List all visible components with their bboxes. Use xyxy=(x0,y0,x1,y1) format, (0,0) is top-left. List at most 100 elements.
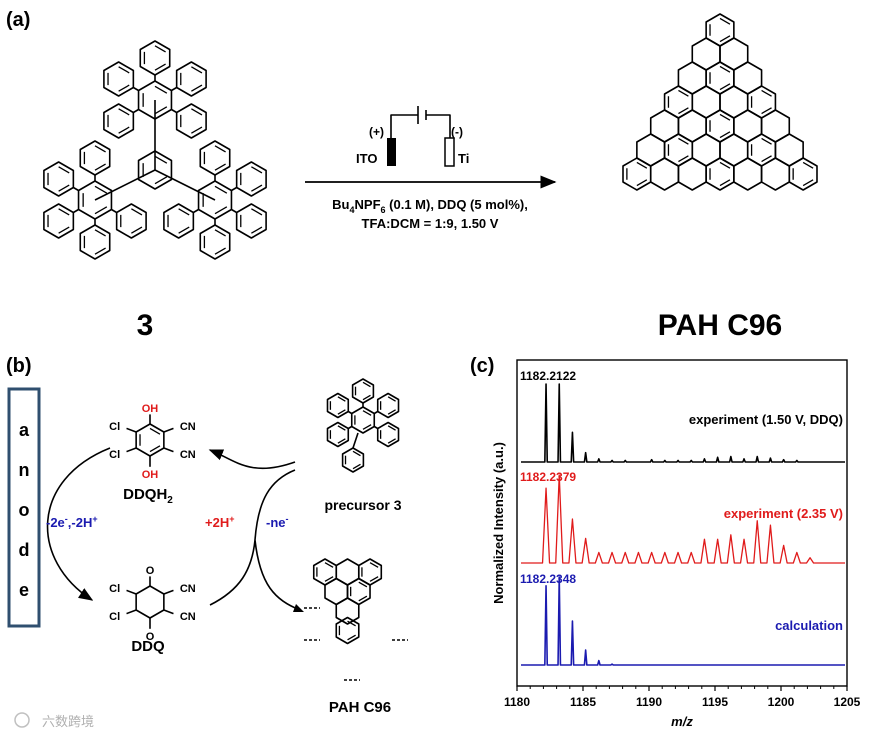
anode-box xyxy=(7,387,41,628)
left-cycle-arrow xyxy=(46,447,111,601)
fragment-ring-double-bond xyxy=(347,620,356,627)
ti-label: Ti xyxy=(458,151,469,166)
chloro-2: Cl xyxy=(109,449,120,461)
pah-ring-double-bond xyxy=(719,83,731,91)
phenyl-ring xyxy=(115,203,147,239)
series-label: experiment (2.35 V) xyxy=(724,506,843,521)
cyano-1-bond xyxy=(163,589,174,595)
pah-ring xyxy=(788,157,818,191)
watermark-icon xyxy=(14,712,30,728)
arm-ring-double-bond xyxy=(154,106,168,115)
precursor-3-structure xyxy=(326,378,400,473)
pah-ring-double-bond xyxy=(719,17,731,25)
peak-mass-label: 1182.2348 xyxy=(520,572,576,586)
precursor-phenyl-ring xyxy=(351,378,375,404)
arm-ring-double-bond xyxy=(214,185,228,194)
chloro-1-bond xyxy=(126,589,137,595)
right-cycle-arrowhead xyxy=(293,604,304,612)
phenyl-bond xyxy=(171,86,178,92)
ddqh2-label: DDQH2 xyxy=(123,486,173,506)
proton-step-label: +2H+ xyxy=(205,514,234,530)
hydroxyl-bottom: OH xyxy=(142,469,159,481)
phenyl-ring-double-bond xyxy=(58,226,70,234)
x-tick-label: 1205 xyxy=(834,695,861,709)
phenyl-ring xyxy=(199,140,231,176)
reaction-conditions-2: TFA:DCM = 1:9, 1.50 V xyxy=(362,216,499,231)
phenyl-ring-double-bond xyxy=(251,226,263,234)
electron-step-label: -ne- xyxy=(266,514,289,530)
precursor-link xyxy=(352,432,359,449)
oxo-top: O xyxy=(146,565,155,577)
pah-c96-label-b: PAH C96 xyxy=(329,699,391,716)
panel-b-label: (b) xyxy=(6,355,32,377)
pah-ring-double-bond xyxy=(678,137,689,145)
phenyl-ring-double-bond xyxy=(251,184,263,192)
pah-ring-double-bond xyxy=(761,137,772,145)
panel-a-label: (a) xyxy=(6,9,30,31)
phenyl-ring-double-bond xyxy=(118,66,130,74)
phenyl-ring xyxy=(175,61,207,97)
phenyl-bond xyxy=(72,186,79,192)
phenyl-ring-double-bond xyxy=(154,63,166,71)
pah-ring-double-bond xyxy=(761,89,772,97)
phenyl-ring-double-bond xyxy=(94,163,106,171)
phenyl-bond xyxy=(132,86,139,92)
anode-sign: (+) xyxy=(369,125,384,139)
pah-ring xyxy=(760,157,791,191)
pah-ring-double-bond xyxy=(719,35,731,43)
central-ring-double-bond xyxy=(154,155,168,164)
phenyl-ring-double-bond xyxy=(118,108,130,116)
ddq-ring xyxy=(135,585,165,619)
phenyl-ring xyxy=(175,103,207,139)
pah-ring-double-bond xyxy=(719,161,731,169)
arm-ring-double-bond xyxy=(94,185,108,194)
phenyl-ring-double-bond xyxy=(251,208,263,216)
phenyl-ring-double-bond xyxy=(251,166,263,174)
phenyl-ring-double-bond xyxy=(58,184,70,192)
phenyl-ring xyxy=(43,203,75,239)
chloro-2-bond xyxy=(126,609,137,615)
x-tick-label: 1195 xyxy=(702,695,728,709)
phenyl-bond xyxy=(192,208,199,214)
electrolysis-cell xyxy=(387,106,455,167)
x-tick-label: 1185 xyxy=(570,695,596,709)
phenyl-ring xyxy=(163,203,195,239)
phenyl-ring-double-bond xyxy=(131,208,143,216)
phenyl-ring-double-bond xyxy=(191,108,203,116)
phenyl-bond xyxy=(231,186,238,192)
fragment-ring-double-bond xyxy=(369,576,379,582)
phenyl-ring-double-bond xyxy=(94,229,106,237)
chloro-2: Cl xyxy=(109,611,120,623)
cyano-2-bond xyxy=(163,609,174,615)
watermark: 六数跨境 xyxy=(42,714,94,729)
central-ring xyxy=(137,150,173,190)
phenyl-ring-double-bond xyxy=(214,247,226,255)
phenyl-bond xyxy=(171,108,178,114)
phenyl-bond xyxy=(111,208,118,214)
precursor-phenyl-ring xyxy=(376,421,400,448)
phenyl-bond xyxy=(231,208,238,214)
anode-letter: o xyxy=(19,500,30,520)
anode-letter: n xyxy=(19,460,30,480)
arm-ring-double-bond xyxy=(94,206,108,215)
anode-letter: a xyxy=(19,420,30,440)
phenyl-ring-double-bond xyxy=(191,66,203,74)
phenyl-ring-double-bond xyxy=(214,145,226,153)
chloro-1: Cl xyxy=(109,421,120,433)
phenyl-ring-double-bond xyxy=(178,208,190,216)
precursor-lower-ring xyxy=(341,447,365,473)
chloro-1: Cl xyxy=(109,583,120,595)
ito-electrode xyxy=(387,138,396,166)
cathode-sign: (-) xyxy=(451,125,463,139)
left-step-label: -2e-,-2H+ xyxy=(46,514,98,530)
ti-electrode xyxy=(444,137,455,167)
precursor-lower-ring-double-bond xyxy=(352,450,361,457)
x-axis-label: m/z xyxy=(671,714,693,729)
pah-ring-double-bond xyxy=(761,155,772,163)
fragment-ring xyxy=(335,616,360,645)
arm-ring-double-bond xyxy=(154,85,168,94)
pah-c96-structure xyxy=(622,13,818,191)
pah-ring xyxy=(677,157,707,191)
ddq-label: DDQ xyxy=(131,638,165,655)
